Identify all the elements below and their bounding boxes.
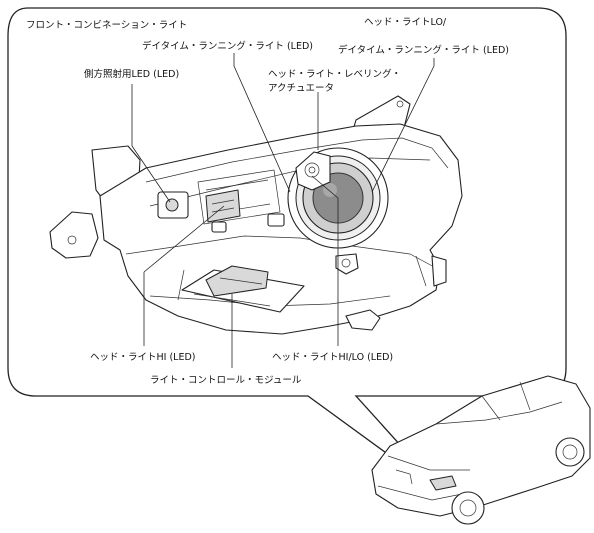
car-illustration <box>371 375 591 525</box>
label-control-module: ライト・コントロール・モジュール <box>150 375 302 386</box>
label-drl: デイタイム・ランニング・ライト (LED) <box>142 40 313 52</box>
label-side-marker-led: 側方照射用LED (LED) <box>84 68 179 80</box>
label-headlight-lo-drl-line1: ヘッド・ライトLO/ <box>364 17 447 28</box>
diagram-title: フロント・コンビネーション・ライト <box>26 20 187 31</box>
label-headlight-hi: ヘッド・ライトHI (LED) <box>90 352 196 363</box>
label-leveling-actuator-line1: ヘッド・ライト・レベリング・ <box>268 68 401 80</box>
label-headlight-lo-drl-line2: デイタイム・ランニング・ライト (LED) <box>338 44 509 56</box>
label-leveling-actuator-line2: アクチュエータ <box>268 83 334 94</box>
label-headlight-hilo: ヘッド・ライトHI/LO (LED) <box>272 352 393 363</box>
leader-lines <box>131 53 435 368</box>
